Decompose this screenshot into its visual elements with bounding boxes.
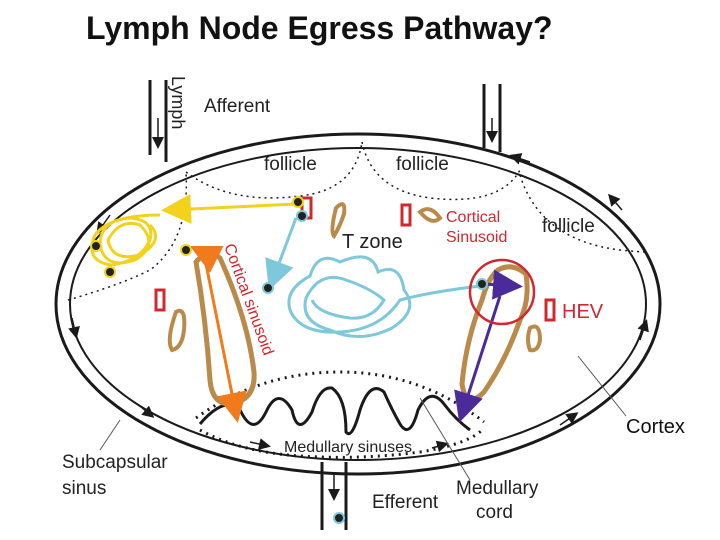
purple-hev-path-down bbox=[454, 295, 502, 423]
subcapsular-label-1: Subcapsular bbox=[62, 452, 168, 473]
sinusoid-fragment-4 bbox=[526, 324, 543, 353]
cortex-callout-line bbox=[577, 355, 627, 417]
afferent-vessel-left bbox=[148, 80, 168, 162]
follicle-label-3: follicle bbox=[542, 216, 595, 237]
purple-hev-path bbox=[483, 269, 523, 300]
blue-migration-path bbox=[265, 217, 481, 339]
afferent-label: Afferent bbox=[204, 96, 271, 117]
subcapsular-label-2: sinus bbox=[62, 478, 106, 499]
cortical-sinusoid-right bbox=[459, 264, 530, 402]
efferent-vessel bbox=[320, 462, 348, 530]
medullary-sinuses-label: Medullary sinuses bbox=[284, 439, 412, 456]
capsule-inner bbox=[69, 147, 647, 461]
afferent-vessel-right bbox=[482, 84, 502, 152]
hev-highlight-circle bbox=[468, 258, 536, 326]
cortex-label: Cortex bbox=[626, 416, 685, 438]
slide-title: Lymph Node Egress Pathway? bbox=[86, 10, 553, 46]
t-zone-label: T zone bbox=[342, 231, 403, 253]
egress-site-markers bbox=[154, 196, 556, 322]
medullary-cord-label-1: Medullary bbox=[456, 478, 539, 499]
follicle-label-1: follicle bbox=[264, 154, 317, 175]
subcapsular-callout-line bbox=[99, 419, 121, 451]
cortical-sinusoid-label-2: Sinusoid bbox=[446, 229, 507, 246]
sinusoid-fragment-3 bbox=[167, 308, 187, 353]
hev-label: HEV bbox=[562, 301, 604, 323]
medullary-cord-callout-line bbox=[419, 397, 471, 481]
lymph-label: Lymph bbox=[168, 76, 188, 129]
lymphocyte-cells bbox=[90, 196, 488, 524]
medullary-cord-label-2: cord bbox=[476, 502, 513, 523]
subcapsular-flow-arrows bbox=[68, 153, 649, 453]
medullary-region bbox=[195, 370, 486, 459]
orange-sinusoid-path bbox=[202, 253, 247, 423]
follicle-label-2: follicle bbox=[396, 154, 449, 175]
sinusoid-fragment-1 bbox=[330, 202, 347, 240]
efferent-label: Efferent bbox=[372, 492, 439, 513]
capsule-outer bbox=[54, 132, 662, 476]
follicle-boundaries bbox=[67, 141, 647, 301]
sinusoid-fragment-2 bbox=[417, 207, 443, 223]
cortical-sinusoid-label-1: Cortical bbox=[446, 209, 500, 226]
orange-sinusoid-path-start bbox=[189, 245, 224, 273]
